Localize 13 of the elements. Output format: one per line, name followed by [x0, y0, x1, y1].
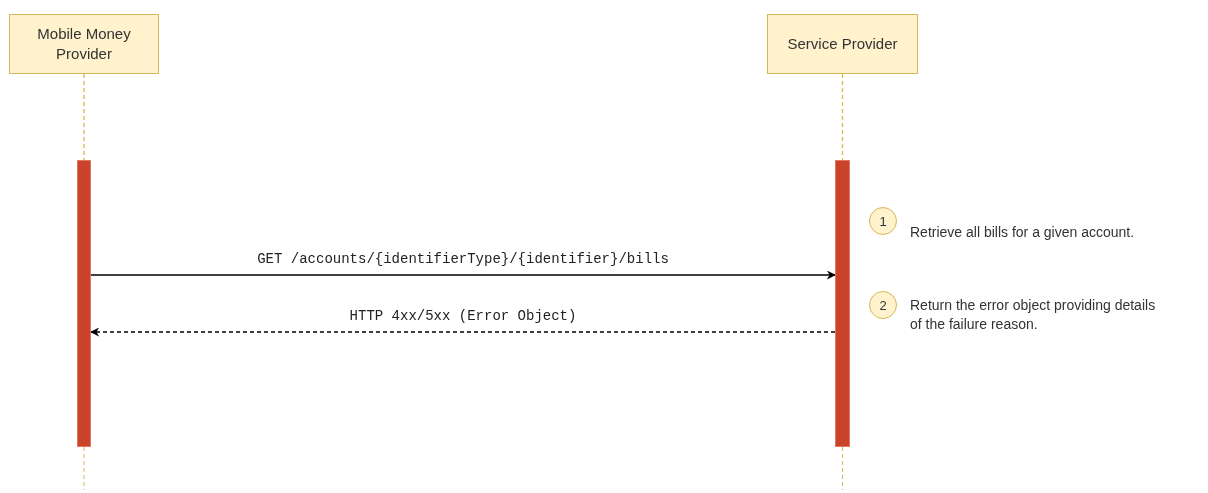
lifeline — [841, 73, 844, 161]
participant-box: Mobile Money Provider — [9, 14, 159, 74]
step-number: 1 — [869, 207, 897, 235]
lifeline — [83, 73, 85, 161]
edge-label: GET /accounts/{identifierType}/{identifier}/bills — [255, 251, 671, 267]
activation-bar — [77, 160, 91, 447]
message-arrow — [90, 327, 836, 337]
step-note: Return the error object providing details of the failure reason. — [910, 296, 1157, 334]
step-number: 2 — [869, 291, 897, 319]
activation-bar — [835, 160, 850, 447]
participant-box: Service Provider — [767, 14, 918, 74]
message-arrow — [90, 270, 836, 280]
step-note: Retrieve all bills for a given account. — [910, 223, 1136, 242]
